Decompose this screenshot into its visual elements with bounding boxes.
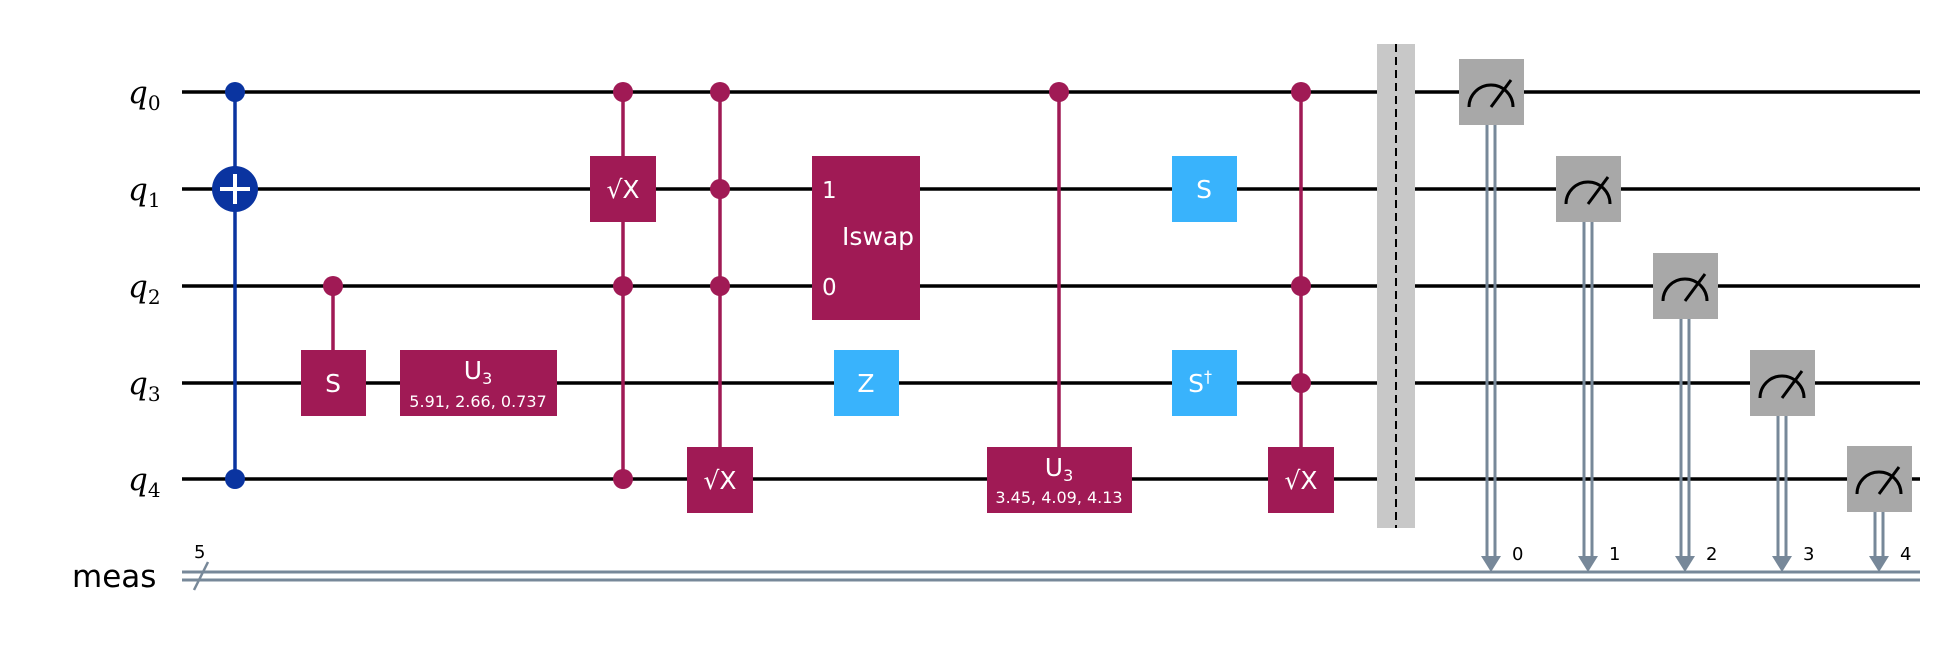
u3-gate-params: 5.91, 2.66, 0.737 — [409, 392, 546, 411]
meter-icon — [1758, 374, 1806, 399]
meas-bit-0: 0 — [1512, 544, 1523, 565]
qubit-label-3: q3 — [128, 366, 161, 406]
iswap-label: Iswap — [842, 222, 914, 251]
cs-gate-label: S — [325, 369, 341, 398]
z-gate: Z — [834, 350, 899, 416]
cu3-control-dot — [1049, 82, 1069, 102]
qubit-label-1: q1 — [128, 172, 161, 212]
mc-sx-gate-q1: √X — [590, 82, 656, 489]
mcsx1-control-q4 — [613, 469, 633, 489]
barrier — [1377, 44, 1415, 528]
u3-gate-q3: U3 5.91, 2.66, 0.737 — [400, 350, 557, 416]
iswap-port-bottom: 0 — [822, 275, 837, 301]
bus-slash — [192, 561, 210, 591]
iswap-port-top: 1 — [822, 178, 837, 204]
iswap-gate: 1 0 Iswap — [812, 156, 920, 320]
mcsx1-label: √X — [606, 175, 639, 204]
meter-icon — [1564, 180, 1612, 205]
measurement-q0: 0 — [1459, 59, 1524, 572]
mcsx3-control-q0 — [1291, 82, 1311, 102]
meter-icon — [1855, 470, 1903, 495]
s-gate: S — [1172, 156, 1237, 222]
meter-icon — [1661, 277, 1709, 302]
measurement-q3: 3 — [1750, 350, 1815, 572]
measurement-q1: 1 — [1556, 156, 1621, 572]
cx-gate — [212, 82, 258, 489]
mcsx1-control-q0 — [613, 82, 633, 102]
classical-register-label: meas — [72, 559, 156, 595]
mcsx3-control-q2 — [1291, 276, 1311, 296]
meas-bit-2: 2 — [1706, 544, 1717, 565]
wire-labels: q0 q1 q2 q3 q4 meas 5 — [72, 75, 205, 595]
cs-control-dot — [323, 276, 343, 296]
z-gate-label: Z — [857, 369, 874, 398]
mcsx2-control-q2 — [710, 276, 730, 296]
meas-bit-1: 1 — [1609, 544, 1620, 565]
mc-sx-gate-q4-b: √X — [1268, 82, 1334, 513]
mcsx2-control-q0 — [710, 82, 730, 102]
qubit-label-4: q4 — [128, 462, 161, 502]
qubit-label-0: q0 — [128, 75, 161, 115]
meas-bit-4: 4 — [1900, 544, 1911, 565]
u3-gate-label: U3 — [464, 356, 493, 388]
mcsx3-control-q3 — [1291, 373, 1311, 393]
sdg-gate-label: S† — [1188, 367, 1212, 398]
cu3-gate-label: U3 — [1045, 453, 1074, 485]
cx-control-dot-q0 — [225, 82, 245, 102]
mc-sx-gate-q4: √X — [687, 82, 753, 513]
controlled-u3-gate: U3 3.45, 4.09, 4.13 — [987, 82, 1132, 513]
meas-bit-3: 3 — [1803, 544, 1814, 565]
controlled-s-gate: S — [301, 276, 366, 416]
mcsx2-label: √X — [703, 466, 736, 495]
mcsx3-label: √X — [1284, 466, 1317, 495]
cu3-gate-params: 3.45, 4.09, 4.13 — [995, 488, 1122, 507]
qubit-label-2: q2 — [128, 269, 161, 309]
classical-wire — [182, 561, 1920, 591]
sdg-gate: S† — [1172, 350, 1237, 416]
cx-control-dot-q4 — [225, 469, 245, 489]
meter-icon — [1467, 83, 1515, 108]
classical-register-size: 5 — [194, 542, 205, 563]
mcsx2-control-q1 — [710, 179, 730, 199]
s-gate-label: S — [1196, 175, 1212, 204]
measurement-q2: 2 — [1653, 253, 1718, 572]
mcsx1-control-q2 — [613, 276, 633, 296]
measurement-q4: 4 — [1847, 446, 1912, 572]
